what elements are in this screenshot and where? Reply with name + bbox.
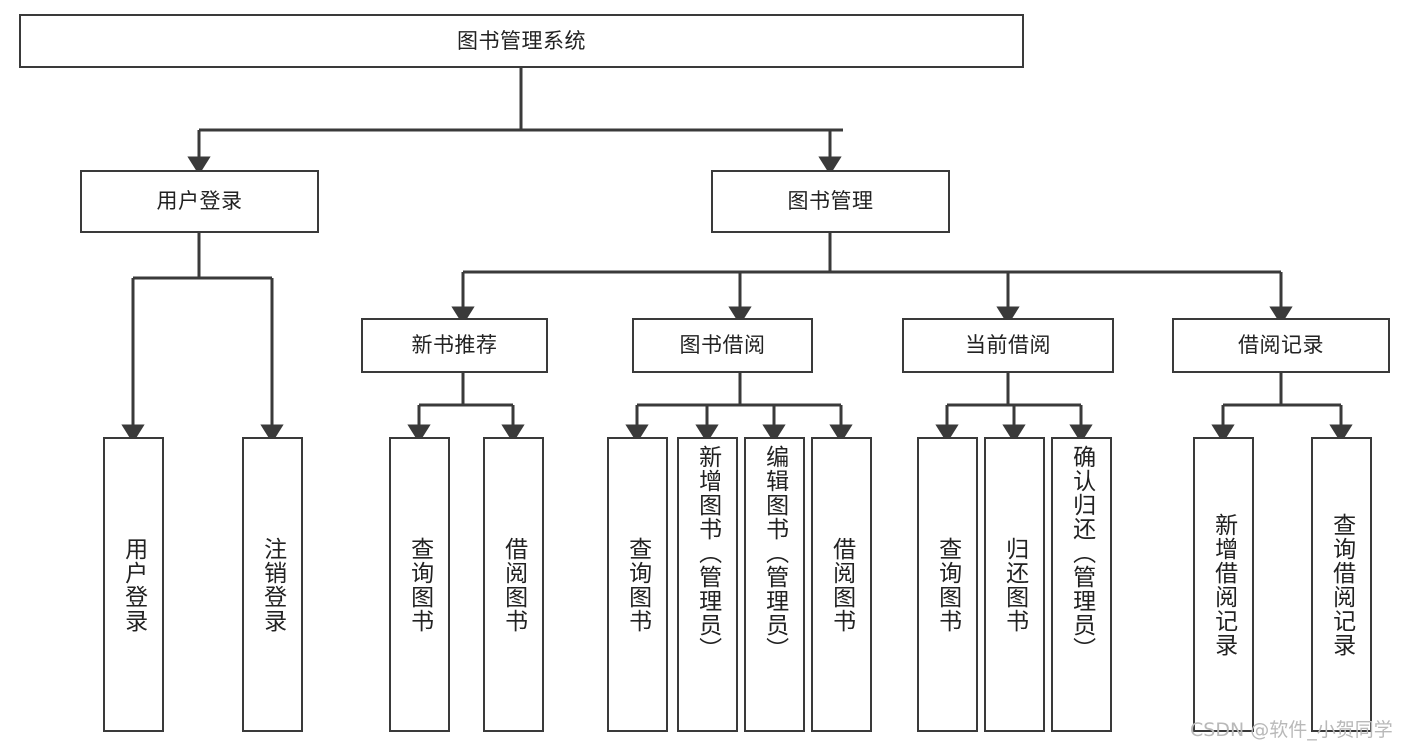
node-leaf-confirm-return[interactable]: 确认归还（管理员） <box>1051 437 1112 732</box>
node-user-login[interactable]: 用户登录 <box>80 170 319 233</box>
node-borrow-record[interactable]: 借阅记录 <box>1172 318 1390 373</box>
node-leaf-edit-book-label: 编辑图书（管理员） <box>761 445 788 661</box>
node-leaf-confirm-return-label: 确认归还（管理员） <box>1068 445 1095 661</box>
node-book-borrow[interactable]: 图书借阅 <box>632 318 813 373</box>
node-new-book-recommend-label: 新书推荐 <box>411 333 498 358</box>
node-leaf-add-record-label: 新增借阅记录 <box>1210 512 1237 657</box>
node-leaf-query-book-3[interactable]: 查询图书 <box>917 437 978 732</box>
node-leaf-add-book[interactable]: 新增图书（管理员） <box>677 437 738 732</box>
node-leaf-edit-book[interactable]: 编辑图书（管理员） <box>744 437 805 732</box>
node-root-label: 图书管理系统 <box>457 28 586 53</box>
node-leaf-query-record[interactable]: 查询借阅记录 <box>1311 437 1372 732</box>
node-leaf-query-record-label: 查询借阅记录 <box>1328 512 1355 657</box>
node-leaf-add-book-label: 新增图书（管理员） <box>694 445 721 661</box>
node-book-manage[interactable]: 图书管理 <box>711 170 950 233</box>
node-leaf-borrow-book-2-label: 借阅图书 <box>828 536 855 633</box>
node-leaf-user-logout-label: 注销登录 <box>259 536 286 633</box>
node-leaf-user-login[interactable]: 用户登录 <box>103 437 164 732</box>
watermark-text: CSDN @软件_小贺同学 <box>1190 719 1393 741</box>
node-leaf-borrow-book-1-label: 借阅图书 <box>500 536 527 633</box>
node-book-manage-label: 图书管理 <box>787 189 874 214</box>
node-leaf-user-logout[interactable]: 注销登录 <box>242 437 303 732</box>
node-leaf-borrow-book-1[interactable]: 借阅图书 <box>483 437 544 732</box>
node-borrow-record-label: 借阅记录 <box>1238 333 1324 358</box>
node-leaf-return-book[interactable]: 归还图书 <box>984 437 1045 732</box>
node-leaf-user-login-label: 用户登录 <box>120 536 147 633</box>
node-leaf-borrow-book-2[interactable]: 借阅图书 <box>811 437 872 732</box>
node-leaf-query-book-2[interactable]: 查询图书 <box>607 437 668 732</box>
node-new-book-recommend[interactable]: 新书推荐 <box>361 318 548 373</box>
node-leaf-query-book-3-label: 查询图书 <box>934 536 961 633</box>
node-leaf-return-book-label: 归还图书 <box>1001 536 1028 633</box>
node-leaf-query-book-2-label: 查询图书 <box>624 536 651 633</box>
node-book-borrow-label: 图书借阅 <box>679 333 766 358</box>
node-user-login-label: 用户登录 <box>156 189 243 214</box>
node-root[interactable]: 图书管理系统 <box>19 14 1024 68</box>
node-current-borrow-label: 当前借阅 <box>965 333 1051 358</box>
node-leaf-query-book-1[interactable]: 查询图书 <box>389 437 450 732</box>
node-leaf-query-book-1-label: 查询图书 <box>406 536 433 633</box>
node-leaf-add-record[interactable]: 新增借阅记录 <box>1193 437 1254 732</box>
node-current-borrow[interactable]: 当前借阅 <box>902 318 1114 373</box>
